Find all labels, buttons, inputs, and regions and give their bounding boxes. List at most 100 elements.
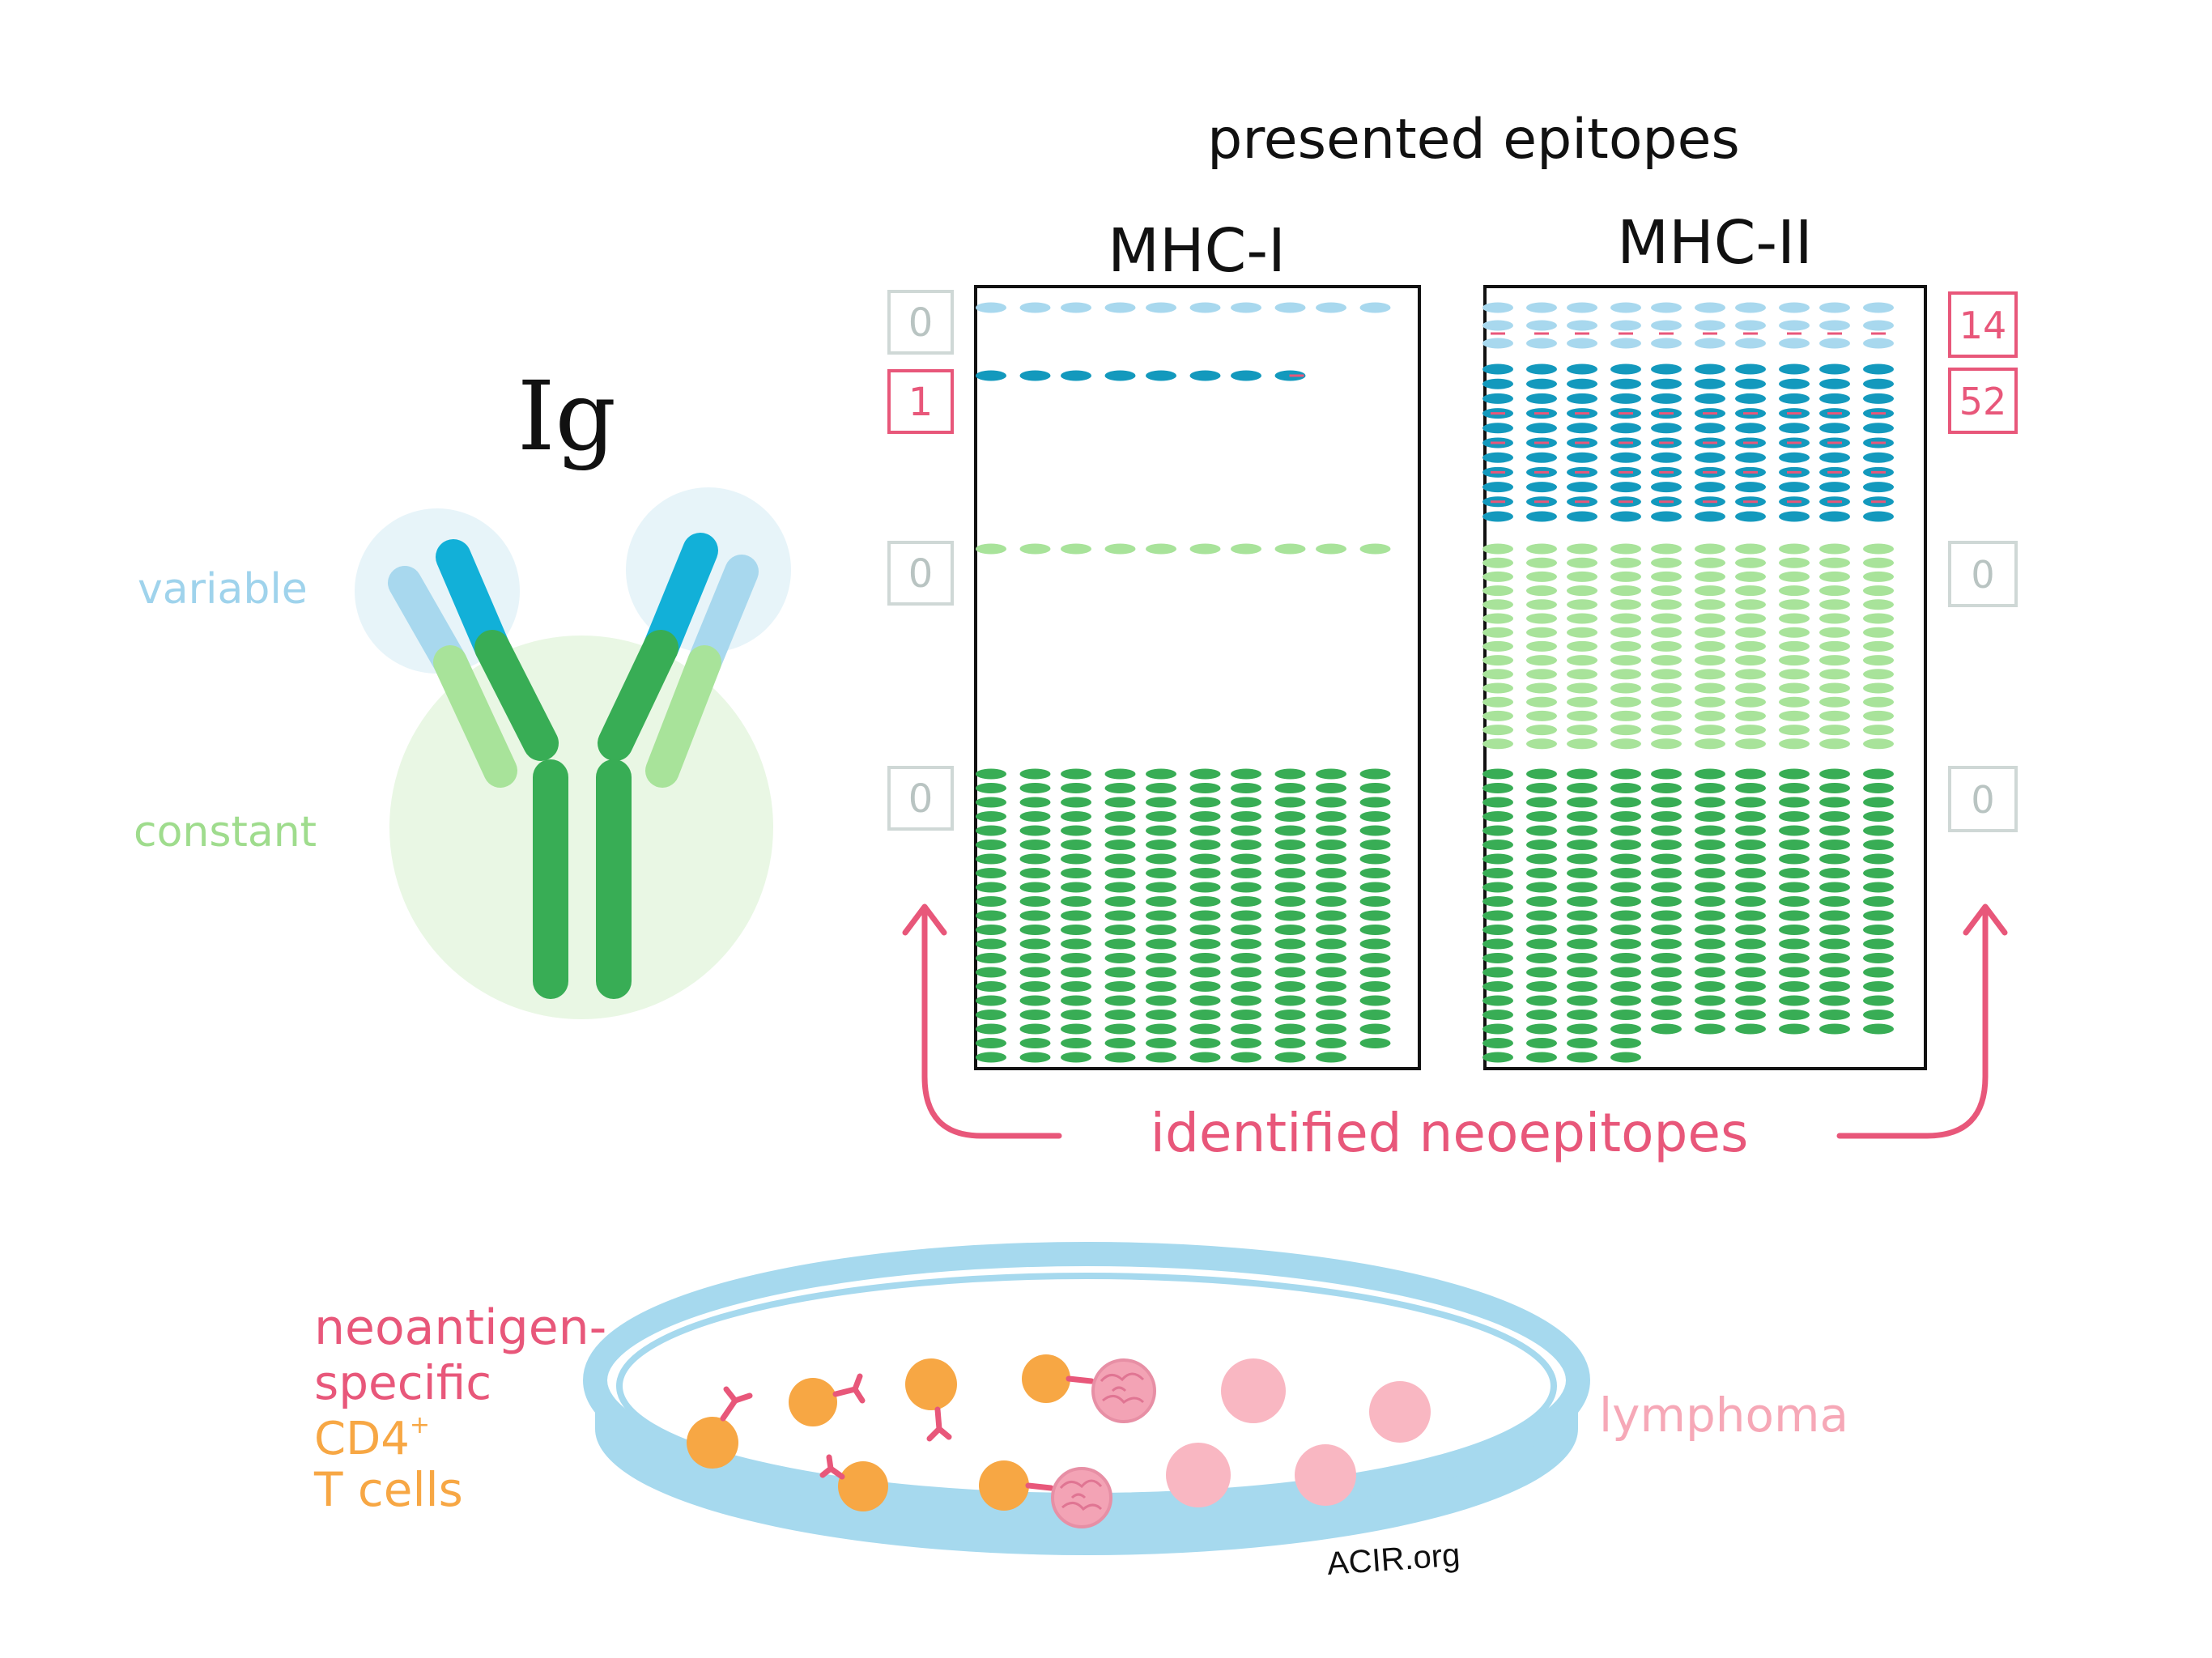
epitope-constant-dark [1482,882,1513,893]
cd4-label: CD4+ [314,1411,430,1465]
epitope-constant-dark [1735,797,1766,808]
epitope-constant-light [1610,669,1641,680]
epitope-variable-dark [1567,393,1597,404]
epitope-constant-dark [976,768,1006,780]
epitope-variable-light [1695,320,1725,331]
epitope-constant-dark [1019,953,1051,963]
epitope-constant-light [1610,640,1641,652]
epitope-variable-light [1779,320,1810,331]
epitope-constant-light [1735,599,1766,610]
epitope-constant-dark [1779,853,1810,865]
epitope-constant-dark [1695,811,1725,822]
epitope-constant-dark [1061,853,1091,865]
epitope-variable-light [1695,338,1725,349]
epitope-variable-light [1735,302,1766,313]
epitope-constant-dark [976,910,1006,921]
epitope-constant-dark [1316,853,1346,865]
epitope-constant-dark [1482,840,1513,850]
epitope-constant-light [1610,696,1641,708]
epitope-constant-dark [1526,938,1557,950]
epitope-constant-light [1316,543,1346,555]
epitope-constant-dark [1779,1023,1810,1035]
figure-title: presented epitopes [1207,108,1740,172]
epitope-constant-dark [1863,783,1894,793]
epitope-constant-light [1863,655,1894,666]
epitope-constant-light [1651,627,1682,638]
epitope-constant-dark [1359,910,1391,921]
epitope-constant-dark [1316,938,1346,950]
lymphoma-cell [1369,1381,1431,1443]
epitope-constant-dark [1651,825,1682,836]
epitope-constant-light [1779,627,1810,638]
epitope-constant-light [1610,710,1641,721]
epitope-variable-light [1189,302,1221,313]
epitope-constant-light [1651,571,1682,582]
epitope-constant-dark [1482,1052,1513,1063]
epitope-constant-dark [976,938,1006,950]
epitope-constant-light [1567,655,1597,666]
epitope-variable-light [1526,320,1557,331]
epitope-constant-light [1526,627,1557,638]
epitope-constant-dark [1735,896,1766,907]
epitope-constant-dark [1482,981,1513,992]
epitope-constant-dark [1482,868,1513,878]
epitope-constant-dark [1231,938,1261,950]
epitope-constant-light [1651,543,1682,555]
epitope-constant-light [1526,599,1557,610]
epitope-constant-light [1567,710,1597,721]
targeted-lymphoma-cell [1051,1467,1112,1528]
epitope-constant-dark [1567,783,1597,793]
epitope-constant-dark [1146,1052,1176,1063]
epitope-constant-dark [1146,783,1176,793]
epitope-constant-light [1482,682,1513,694]
epitope-constant-dark [1231,953,1261,963]
epitope-constant-dark [1104,868,1136,878]
epitope-constant-dark [976,896,1006,907]
epitope-constant-dark [1863,995,1894,1006]
epitope-constant-light [1863,710,1894,721]
epitope-constant-dark [1651,868,1682,878]
epitope-constant-dark [1189,925,1221,935]
epitope-constant-light [1735,557,1766,568]
epitope-constant-light [1735,738,1766,750]
epitope-constant-light [1863,557,1894,568]
epitope-variable-dark [1567,363,1597,375]
epitope-constant-dark [1231,768,1261,780]
t-cells [687,1354,1095,1511]
epitope-constant-dark [1819,768,1850,780]
epitope-constant-light [1819,585,1850,597]
epitope-variable-dark [976,370,1006,381]
epitope-constant-dark [1231,811,1261,822]
epitope-constant-light [1526,725,1557,736]
epitope-variable-light [1610,320,1641,331]
epitope-constant-dark [1863,896,1894,907]
epitope-variable-dark [1482,452,1513,463]
epitope-variable-dark [1735,363,1766,375]
epitope-constant-dark [1359,967,1391,978]
epitope-constant-dark [1146,853,1176,865]
epitope-constant-dark [1863,967,1894,978]
lymphoma-cells [1166,1358,1431,1507]
epitope-variable-dark [1610,378,1641,389]
epitope-variable-dark [1526,378,1557,389]
epitope-constant-dark [1019,840,1051,850]
epitope-constant-light [1779,543,1810,555]
epitope-constant-dark [1735,783,1766,793]
epitope-variable-dark [1567,378,1597,389]
epitope-constant-dark [1651,1023,1682,1035]
epitope-constant-light [1863,571,1894,582]
epitope-constant-light [1567,738,1597,750]
epitope-constant-dark [1019,1052,1051,1063]
epitope-constant-dark [1651,882,1682,893]
epitope-constant-dark [1316,783,1346,793]
t-cell-bound [979,1460,1054,1511]
epitope-constant-dark [1061,840,1091,850]
epitope-constant-dark [1019,1023,1051,1035]
epitope-constant-dark [1231,981,1261,992]
epitope-constant-dark [1482,967,1513,978]
epitope-constant-light [1779,725,1810,736]
epitope-variable-dark [1104,370,1136,381]
epitope-variable-light [1863,338,1894,349]
count-value: 0 [908,776,934,822]
epitope-constant-dark [1359,1010,1391,1020]
